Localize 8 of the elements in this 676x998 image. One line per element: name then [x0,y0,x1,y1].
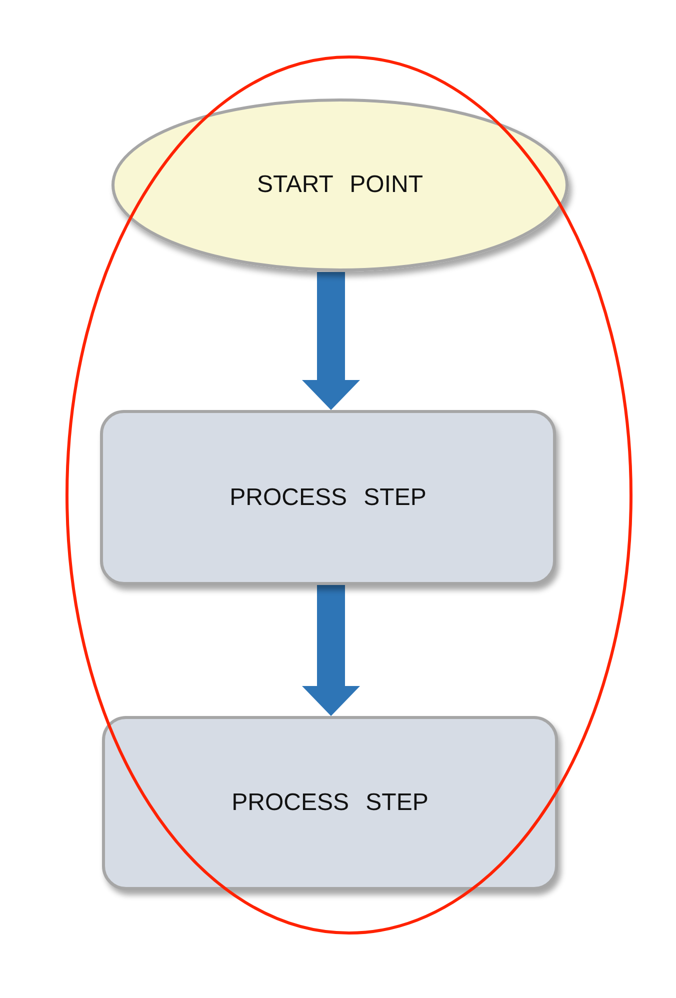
start-ellipse [111,98,569,272]
node-label: PROCESS STEP [232,789,428,817]
block-arrow [302,272,360,410]
node-label: PROCESS STEP [230,484,426,512]
process-box [102,716,558,890]
node-label: START POINT [256,171,424,199]
process-box [100,410,556,585]
block-arrow [302,585,360,716]
